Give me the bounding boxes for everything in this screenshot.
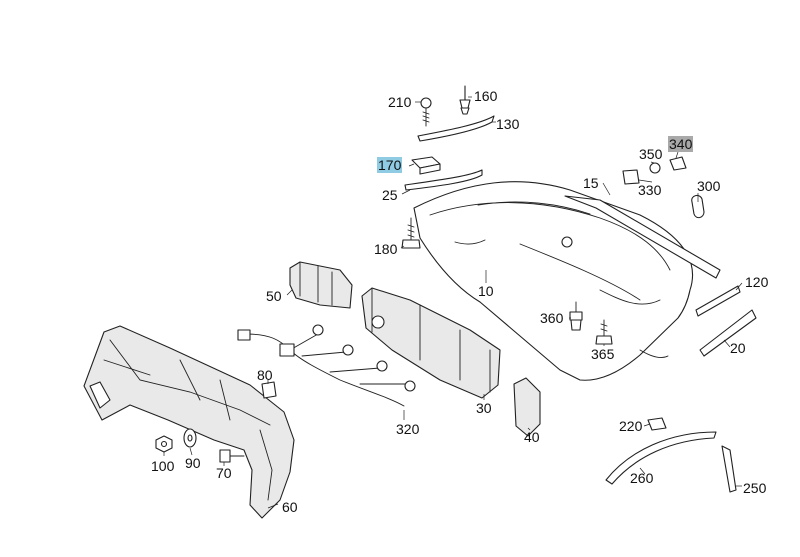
callout-350[interactable]: 350 [639,146,663,162]
part-300-hook[interactable] [691,194,705,219]
callout-10[interactable]: 10 [478,283,494,299]
part-25-strip[interactable] [404,169,483,191]
part-180-bolt[interactable] [401,217,421,249]
part-365-bolt[interactable] [595,319,613,345]
callout-50[interactable]: 50 [266,288,282,304]
callout-15[interactable]: 15 [583,175,599,191]
part-160-clip[interactable] [459,85,471,115]
callout-365[interactable]: 365 [591,346,615,362]
part-60-carrier[interactable] [83,325,295,519]
callout-100[interactable]: 100 [151,458,175,474]
part-320-harness[interactable] [237,324,416,407]
callout-260[interactable]: 260 [630,470,654,486]
part-30-absorber[interactable] [361,287,501,399]
callout-25[interactable]: 25 [382,187,398,203]
leader-lines [163,96,743,509]
part-220-clip[interactable] [647,417,667,431]
part-130-trim-strip[interactable] [417,115,495,142]
callout-320[interactable]: 320 [396,421,420,437]
callout-120[interactable]: 120 [745,274,769,290]
part-100-nut[interactable] [155,435,173,453]
part-40-bracket[interactable] [513,377,541,437]
part-10-bumper-cover[interactable] [413,181,694,381]
callout-70[interactable]: 70 [216,465,232,481]
callout-30[interactable]: 30 [476,400,492,416]
callout-60[interactable]: 60 [282,499,298,515]
part-260-arch-trim[interactable] [605,431,717,485]
callout-170[interactable]: 170 [377,157,403,173]
callout-80[interactable]: 80 [257,367,273,383]
part-360-fastener[interactable] [569,301,583,331]
part-170-bracket[interactable] [411,156,441,175]
callout-160[interactable]: 160 [474,88,498,104]
part-20-strip[interactable] [699,309,757,357]
part-330-clip[interactable] [622,169,640,185]
part-90-washer[interactable] [183,428,197,448]
callout-250[interactable]: 250 [743,480,767,496]
callout-300[interactable]: 300 [697,178,721,194]
callout-340[interactable]: 340 [668,136,694,152]
part-50-bracket[interactable] [289,261,353,309]
callout-220[interactable]: 220 [619,418,643,434]
part-15-strip[interactable] [564,195,721,279]
callout-90[interactable]: 90 [185,455,201,471]
callout-330[interactable]: 330 [638,182,662,198]
part-250-strip[interactable] [721,445,737,493]
part-340-retainer[interactable] [669,156,687,171]
part-120-strip[interactable] [695,285,741,317]
callout-20[interactable]: 20 [730,340,746,356]
part-70-bolt[interactable] [219,449,245,463]
part-350-nut[interactable] [649,162,661,174]
callout-130[interactable]: 130 [496,116,520,132]
part-210-screw[interactable] [420,97,432,127]
part-80-clip[interactable] [261,381,277,399]
callout-210[interactable]: 210 [388,94,412,110]
callout-40[interactable]: 40 [524,429,540,445]
callout-360[interactable]: 360 [540,310,564,326]
callout-180[interactable]: 180 [374,241,398,257]
